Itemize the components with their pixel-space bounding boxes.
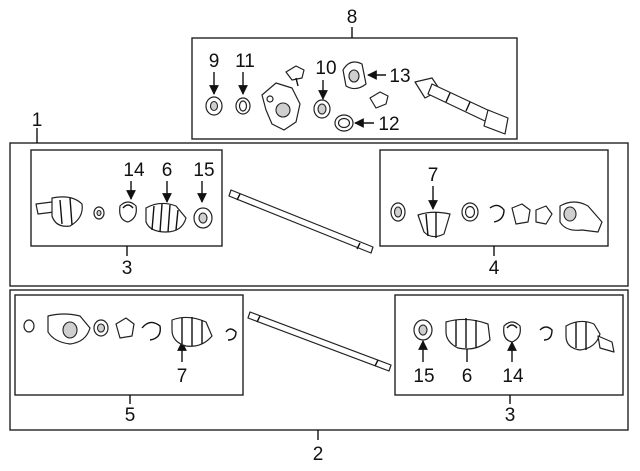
callout-6b: 6: [462, 366, 473, 387]
intermediate-shaft-icon: [414, 77, 509, 135]
clamp-ring-icon: [390, 202, 406, 222]
callout-7a: 7: [428, 165, 439, 186]
washer-5-icon: [23, 319, 35, 333]
callout-15b: 15: [413, 366, 434, 387]
callout-3b: 3: [505, 405, 516, 426]
seal-10-icon: [313, 99, 331, 119]
callout-4: 4: [489, 258, 500, 279]
boot-7a-icon: [417, 211, 451, 238]
callout-2: 2: [313, 444, 324, 465]
clamp-15b-icon: [413, 319, 433, 341]
inner-joint-kit-5-frame: [14, 294, 244, 396]
outer-cv-joint-icon: [35, 196, 83, 227]
nut-icon: [369, 91, 389, 109]
callout-8: 8: [347, 7, 358, 28]
axle-shaft-top-icon: [228, 189, 374, 254]
boot-7b-icon: [171, 316, 213, 347]
callout-13: 13: [389, 66, 410, 87]
spider-icon: [535, 205, 553, 225]
axle-shaft-bottom-icon: [247, 311, 392, 372]
clip-5-icon: [225, 328, 237, 341]
clamp-15a-icon: [193, 207, 213, 229]
bearing-housing-icon: [261, 82, 301, 131]
callout-10: 10: [315, 58, 336, 79]
ring-inner-icon: [461, 202, 479, 222]
clamp-14a-icon: [119, 201, 137, 223]
washer-icon: [93, 206, 105, 220]
callout-1: 1: [32, 110, 43, 131]
callout-5: 5: [125, 405, 136, 426]
callout-7b: 7: [177, 366, 188, 387]
boot-6a-icon: [145, 202, 187, 233]
ring-5-icon: [93, 319, 109, 337]
snap-ring-icon: [489, 204, 505, 223]
tripod-icon: [511, 203, 531, 225]
snap-ring-3b-icon: [539, 326, 553, 341]
seal-9-icon: [205, 96, 223, 116]
callout-9: 9: [209, 51, 220, 72]
inner-cv-housing-5-icon: [47, 313, 91, 345]
callout-14a: 14: [123, 160, 145, 181]
bolt-icon: [285, 65, 305, 87]
inner-joint-kit-4-frame: [379, 149, 609, 247]
callout-14b: 14: [502, 366, 524, 387]
boot-6b-icon: [445, 318, 491, 350]
oring-12-icon: [334, 114, 354, 132]
callout-15a: 15: [193, 160, 214, 181]
outer-cv-joint-3b-icon: [565, 320, 615, 353]
clamp-5-icon: [141, 321, 161, 341]
clamp-14b-icon: [503, 321, 521, 343]
tripod-5-icon: [115, 317, 135, 339]
inner-cv-housing-icon: [559, 201, 603, 233]
clamp-13-icon: [342, 61, 367, 90]
callout-11: 11: [235, 51, 255, 72]
callout-6a: 6: [162, 160, 173, 181]
ring-11-icon: [235, 97, 251, 115]
callout-3a: 3: [122, 258, 133, 279]
callout-12: 12: [378, 114, 399, 135]
